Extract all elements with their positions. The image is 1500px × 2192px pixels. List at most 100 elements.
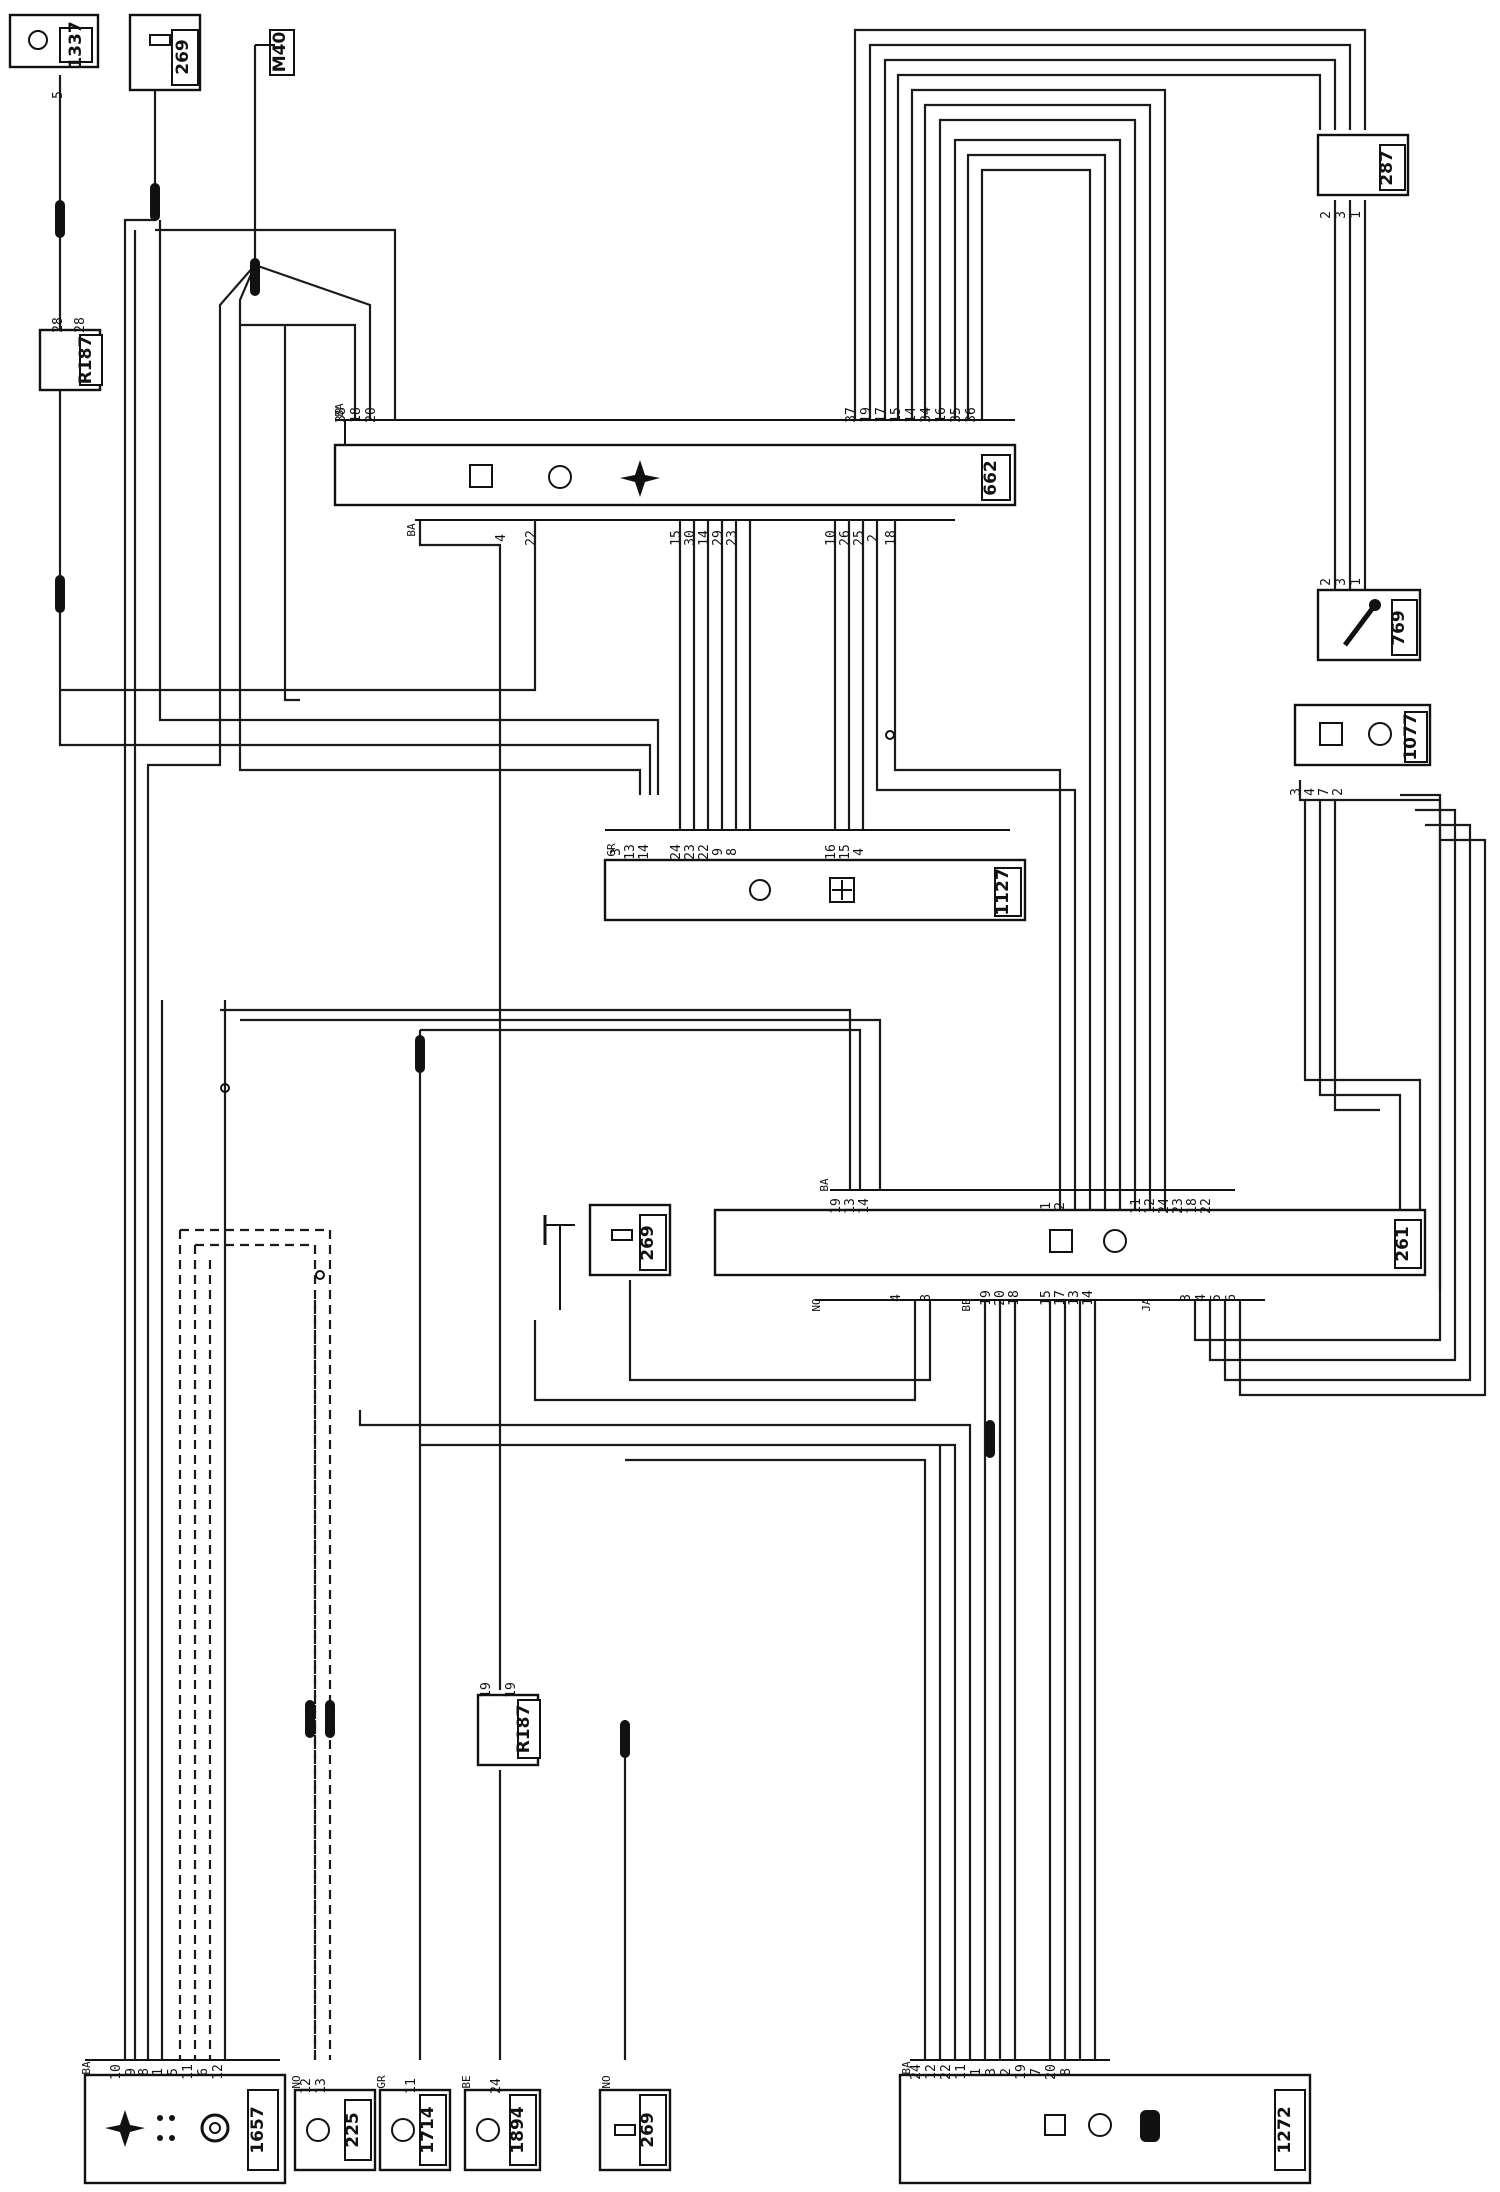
pin-label-p769: 2 [1319, 578, 1334, 586]
pin-label-p261_top: 12 [1143, 1198, 1158, 1214]
pin-label-p662_bot: 10 [824, 530, 839, 546]
component-269-mid: 269 [588, 1203, 672, 1277]
pin-label-p662_top: 36 [964, 407, 979, 423]
pin-label-pR187_bot: 19 [479, 1682, 494, 1698]
pin-label-p1272: 1 [969, 2068, 984, 2076]
connector-color-ba: BA [333, 403, 346, 417]
connector-color-ja: JA [1140, 1298, 1153, 1312]
label-269-bot: 269 [638, 2112, 658, 2148]
label-269-mid: 269 [638, 1225, 658, 1261]
component-769: 769 [1316, 588, 1422, 662]
pin-label-p287: 1 [1349, 211, 1364, 219]
pin-label-p662_bot: 4 [494, 534, 509, 542]
pin-label-p662_top: 37 [844, 407, 859, 423]
label-r187-top: R187 [76, 336, 96, 385]
component-1077: 1077 [1293, 703, 1432, 767]
pin-label-p1127: 8 [725, 848, 740, 856]
wire-crossings [220, 730, 895, 1280]
pin-label-p662_bot: 18 [884, 530, 899, 546]
wires [58, 28, 1487, 2060]
label-1714: 1714 [418, 2106, 438, 2153]
pin-label-p1127: 16 [824, 844, 839, 860]
label-1077: 1077 [1401, 713, 1421, 760]
pin-label-p261_top: 24 [1157, 1198, 1172, 1214]
pin-label-p1127: 15 [838, 844, 853, 860]
pin-label-p1657: 8 [137, 2068, 152, 2076]
pin-label-p1272: 24 [909, 2064, 924, 2080]
pin-label-p287: 3 [1334, 211, 1349, 219]
pin-label-p662_top: 35 [949, 407, 964, 423]
component-1272: 1272 [898, 2073, 1312, 2185]
pin-label-p662_top: 14 [904, 407, 919, 423]
pin-label-p261_top: 22 [1199, 1198, 1214, 1214]
pin-label-p662_bot: 15 [669, 530, 684, 546]
component-261: 261 [713, 1208, 1427, 1277]
pin-label-p662_bot: 25 [852, 530, 867, 546]
component-r187-bot: R187 [476, 1693, 541, 1767]
splices [55, 183, 995, 1758]
pin-label-p1127: 23 [683, 844, 698, 860]
pin-label-p261_bot: 15 [1039, 1290, 1054, 1306]
pin-label-p1127: 13 [623, 844, 638, 860]
pin-label-p662_bot: 30 [683, 530, 698, 546]
connector-color-ba: BA [900, 2061, 913, 2075]
pin-label-p1894: 24 [489, 2078, 504, 2094]
pin-label-p1337: 5 [51, 91, 66, 99]
component-1127: 1127 [603, 858, 1027, 922]
pin-label-p662_top: 18 [349, 407, 364, 423]
label-662: 662 [981, 460, 1001, 496]
label-769: 769 [1389, 610, 1409, 646]
pin-label-p1077: 3 [1289, 788, 1304, 796]
pin-label-p261_top: 11 [1129, 1198, 1144, 1214]
component-269-top: 269 [128, 13, 202, 92]
pin-label-p1657: 1 [151, 2068, 166, 2076]
pin-label-p261_bot: 18 [1007, 1290, 1022, 1306]
connector-color-gr: GR [375, 2075, 388, 2089]
pin-label-p1657: 9 [124, 2068, 139, 2076]
pin-label-p662_bot: 29 [711, 530, 726, 546]
pin-label-p1077: 2 [1331, 788, 1346, 796]
pin-label-p261_bot: 20 [993, 1290, 1008, 1306]
component-269-bot: 269 [598, 2088, 672, 2172]
ground-mid [543, 1215, 575, 1310]
pin-label-p769: 1 [1349, 578, 1364, 586]
component-1657: 1657 [83, 2073, 287, 2185]
pin-label-pR187_top: 28 [51, 317, 66, 333]
component-1714: 1714 [378, 2088, 452, 2172]
label-1894: 1894 [508, 2106, 528, 2153]
component-1337: 1337 [8, 13, 100, 69]
pin-label-p662_bot: 26 [838, 530, 853, 546]
pin-label-p769: 3 [1334, 578, 1349, 586]
pin-label-p1657: 12 [211, 2064, 226, 2080]
pin-label-p261_bot: 6 [1224, 1294, 1239, 1302]
pin-label-p261_top: 1 [1039, 1202, 1054, 1210]
connector-color-ba: BA [818, 1178, 831, 1192]
pin-label-p287: 2 [1319, 211, 1334, 219]
pin-label-p261_bot: 14 [1081, 1290, 1096, 1306]
connector-color-be: BE [460, 2075, 473, 2088]
label-1337: 1337 [66, 21, 86, 68]
label-m40: M40 [270, 32, 290, 73]
component-1894: 1894 [463, 2088, 542, 2172]
pin-label-p1272: 20 [1044, 2064, 1059, 2080]
component-225: 225 [293, 2088, 377, 2172]
label-1657: 1657 [248, 2106, 268, 2153]
pin-label-p261_top: 13 [843, 1198, 858, 1214]
pin-label-p1127: 9 [711, 848, 726, 856]
pin-label-p1127: 24 [669, 844, 684, 860]
pin-label-p662_top: 20 [364, 407, 379, 423]
pin-label-p1272: 11 [954, 2064, 969, 2080]
pin-label-p261_bot: 4 [889, 1294, 904, 1302]
pin-label-pR187_bot: 19 [504, 1682, 519, 1698]
connector-color-no: NO [600, 2075, 613, 2088]
pin-label-p662_bot: 23 [725, 530, 740, 546]
pin-label-p261_bot: 5 [1209, 1294, 1224, 1302]
pin-label-p1272: 3 [984, 2068, 999, 2076]
pin-label-p261_top: 18 [1185, 1198, 1200, 1214]
connector-color-be: BE [960, 1298, 973, 1311]
pin-label-p261_top: 2 [1053, 1202, 1068, 1210]
label-225: 225 [343, 2112, 363, 2148]
label-269-top: 269 [173, 39, 193, 75]
pin-label-p1272: 2 [999, 2068, 1014, 2076]
